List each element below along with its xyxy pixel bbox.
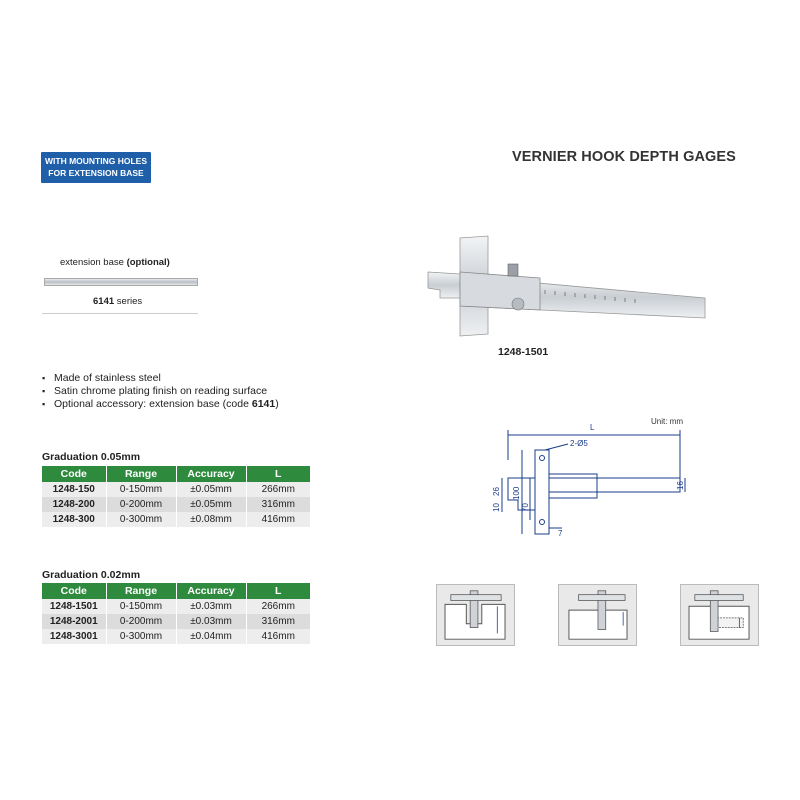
extension-base-label: extension base (optional) (60, 257, 170, 268)
application-diagram-1 (436, 584, 515, 646)
cell-l: 416mm (246, 512, 310, 527)
header-code: Code (42, 583, 107, 599)
feature-code: 6141 (251, 398, 276, 410)
table-row: 1248-3001 0-300mm ±0.04mm 416mm (42, 629, 310, 644)
cell-range: 0-200mm (106, 497, 177, 512)
product-model-label: 1248-1501 (498, 346, 549, 358)
unit-label: Unit: mm (651, 417, 683, 426)
badge-line-2: FOR EXTENSION BASE (48, 168, 144, 178)
feature-item: Satin chrome plating finish on reading s… (42, 385, 279, 398)
cell-l: 266mm (246, 599, 310, 614)
dim-7: 7 (558, 529, 563, 538)
feature-close: ) (275, 398, 279, 410)
application-diagram-2 (558, 584, 637, 646)
extension-series: 6141 series (93, 296, 142, 307)
cell-accuracy: ±0.04mm (176, 629, 247, 644)
cell-code: 1248-1501 (42, 599, 107, 614)
cell-accuracy: ±0.03mm (176, 614, 247, 629)
header-range: Range (106, 583, 177, 599)
feature-list: Made of stainless steel Satin chrome pla… (42, 372, 279, 411)
header-accuracy: Accuracy (176, 466, 247, 482)
table-row: 1248-1501 0-150mm ±0.03mm 266mm (42, 599, 310, 614)
table-header-row: Code Range Accuracy L (42, 583, 310, 599)
table-row: 1248-200 0-200mm ±0.05mm 316mm (42, 497, 310, 512)
graduation-title-2: Graduation 0.02mm (42, 569, 141, 581)
header-code: Code (42, 466, 107, 482)
cell-code: 1248-300 (42, 512, 107, 527)
table-row: 1248-150 0-150mm ±0.05mm 266mm (42, 482, 310, 497)
cell-code: 1248-3001 (42, 629, 107, 644)
cell-range: 0-300mm (106, 629, 177, 644)
table-header-row: Code Range Accuracy L (42, 466, 310, 482)
cell-l: 316mm (246, 497, 310, 512)
cell-accuracy: ±0.08mm (176, 512, 247, 527)
header-accuracy: Accuracy (176, 583, 247, 599)
cell-accuracy: ±0.03mm (176, 599, 247, 614)
header-range: Range (106, 466, 177, 482)
dim-l: L (590, 423, 595, 432)
header-l: L (246, 466, 310, 482)
cell-code: 1248-200 (42, 497, 107, 512)
mounting-holes-badge: WITH MOUNTING HOLES FOR EXTENSION BASE (41, 152, 151, 183)
dim-26: 26 (492, 487, 501, 496)
header-l: L (246, 583, 310, 599)
technical-drawing: L 2-Ø5 100 70 26 10 16 7 (492, 423, 686, 538)
badge-line-1: WITH MOUNTING HOLES (45, 156, 147, 166)
series-code: 6141 (93, 296, 115, 307)
spec-table-2: Code Range Accuracy L 1248-1501 0-150mm … (42, 583, 310, 644)
cell-accuracy: ±0.05mm (176, 497, 247, 512)
cell-l: 266mm (246, 482, 310, 497)
extension-base-image (44, 278, 198, 286)
series-suffix: series (116, 296, 143, 307)
table-row: 1248-300 0-300mm ±0.08mm 416mm (42, 512, 310, 527)
dim-100: 100 (512, 486, 521, 500)
dim-16: 16 (676, 481, 685, 490)
extension-base-frame (42, 268, 198, 314)
cell-l: 316mm (246, 614, 310, 629)
dim-70: 70 (521, 503, 530, 512)
cell-accuracy: ±0.05mm (176, 482, 247, 497)
spec-table-1: Code Range Accuracy L 1248-150 0-150mm ±… (42, 466, 310, 527)
cell-code: 1248-150 (42, 482, 107, 497)
extension-label-text: extension base (60, 257, 124, 268)
cell-code: 1248-2001 (42, 614, 107, 629)
cell-range: 0-150mm (106, 482, 177, 497)
feature-item: Optional accessory: extension base (code… (42, 398, 279, 411)
feature-item: Made of stainless steel (42, 372, 279, 385)
application-diagram-3 (680, 584, 759, 646)
cell-range: 0-300mm (106, 512, 177, 527)
graduation-title-1: Graduation 0.05mm (42, 451, 141, 463)
dim-10: 10 (492, 503, 501, 512)
depth-gage-image (427, 235, 706, 337)
cell-range: 0-150mm (106, 599, 177, 614)
page-title: VERNIER HOOK DEPTH GAGES (512, 149, 736, 165)
table-row: 1248-2001 0-200mm ±0.03mm 316mm (42, 614, 310, 629)
cell-l: 416mm (246, 629, 310, 644)
extension-label-optional: (optional) (126, 257, 170, 268)
dim-holes: 2-Ø5 (570, 439, 588, 448)
cell-range: 0-200mm (106, 614, 177, 629)
feature-text: Optional accessory: extension base (code (54, 398, 252, 410)
